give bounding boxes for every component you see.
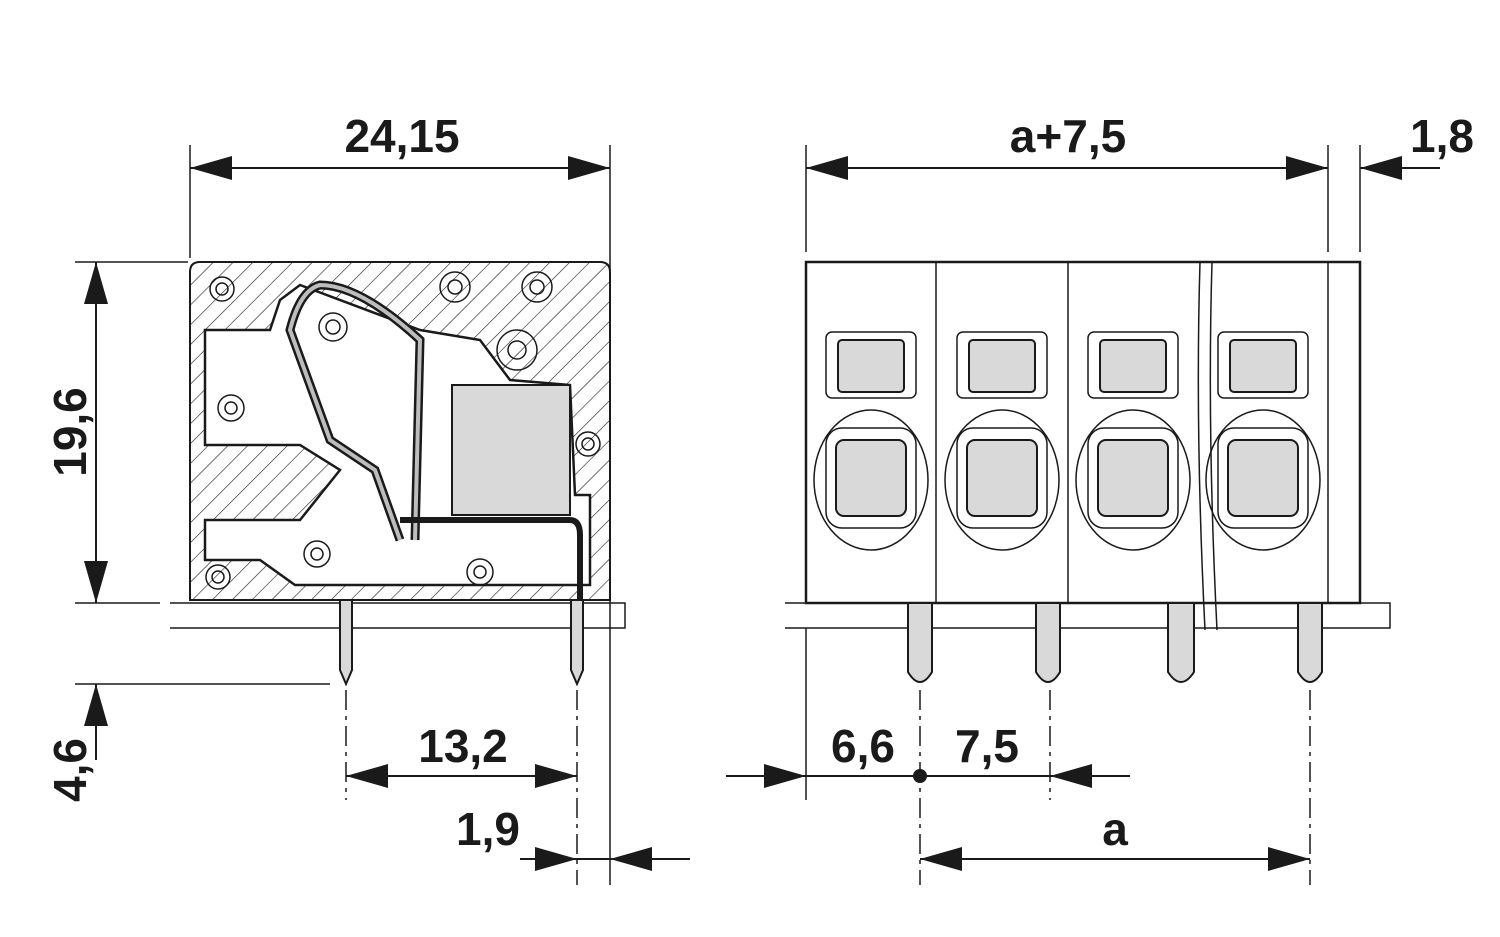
dim-span: a: [1102, 803, 1128, 855]
front-dimensions: [726, 145, 1440, 885]
side-holes: [205, 271, 601, 590]
side-busbar: [400, 517, 583, 640]
dim-pin-length: 4,6: [44, 738, 96, 802]
side-spring-inner: [287, 282, 423, 541]
front-housing: [804, 260, 1362, 605]
dim-pin-spacing: 13,2: [418, 720, 508, 772]
front-view: [785, 260, 1391, 683]
pcb-outline-left: [170, 602, 626, 629]
front-terminal-4: [1205, 331, 1323, 683]
front-terminal-3: [1075, 331, 1195, 683]
side-view: [170, 261, 626, 687]
front-terminal-1: [813, 331, 933, 683]
side-clamp-block: [451, 384, 571, 516]
dim-end-plate: 1,8: [1410, 110, 1474, 162]
side-pin-right: [570, 599, 584, 687]
dim-pin-offset: 1,9: [456, 803, 520, 855]
dim-pitch: 7,5: [955, 720, 1019, 772]
dim-side-height: 19,6: [44, 387, 96, 477]
side-pin-left: [339, 599, 353, 687]
side-dimensions: [75, 145, 690, 885]
front-terminal-2: [944, 331, 1061, 683]
dim-first-pitch: 6,6: [831, 720, 895, 772]
dim-side-width: 24,15: [344, 110, 459, 162]
dim-front-width: a+7,5: [1010, 110, 1126, 162]
